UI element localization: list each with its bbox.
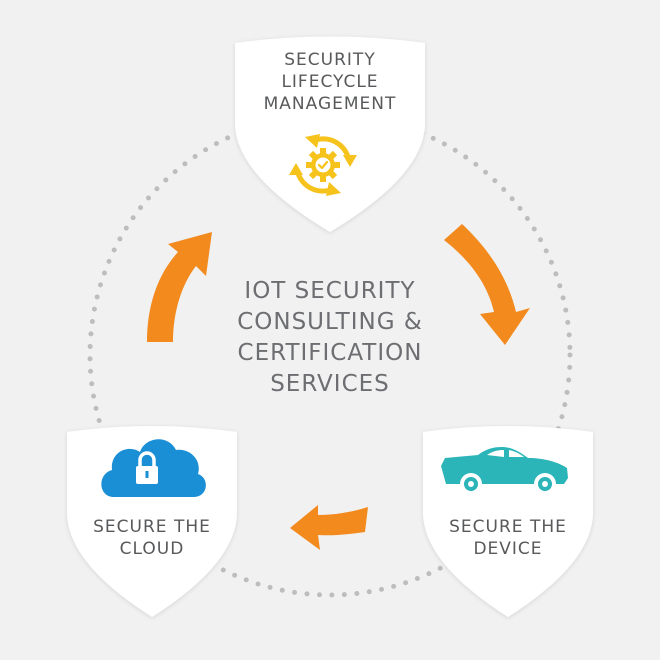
cycle-arrow-top-right bbox=[444, 224, 530, 345]
device-label-line-2: DEVICE bbox=[473, 538, 543, 559]
lifecycle-label-line-2: LIFECYCLE bbox=[281, 71, 379, 92]
shield-lifecycle bbox=[235, 36, 425, 232]
car-icon bbox=[441, 447, 568, 493]
center-title-line-3: CERTIFICATION bbox=[237, 340, 423, 366]
cloud-label-line-2: CLOUD bbox=[119, 538, 185, 559]
dotted-cycle-ring bbox=[87, 112, 573, 598]
center-title-line-2: CONSULTING & bbox=[237, 309, 423, 335]
cloud-label-line-1: SECURE THE bbox=[93, 517, 211, 537]
lifecycle-label: SECURITY LIFECYCLE MANAGEMENT bbox=[235, 50, 425, 115]
cycle-arrow-left bbox=[147, 232, 212, 342]
lifecycle-label-line-1: SECURITY bbox=[284, 50, 376, 70]
cycle-arrow-bottom bbox=[290, 505, 368, 550]
center-title-line-4: SERVICES bbox=[270, 371, 390, 397]
center-title-line-1: IOT SECURITY bbox=[244, 278, 416, 304]
gear-cycle-icon bbox=[289, 134, 357, 196]
cloud-label: SECURE THE CLOUD bbox=[67, 517, 237, 561]
center-title: IOT SECURITY CONSULTING & CERTIFICATION … bbox=[180, 276, 480, 400]
lifecycle-label-line-3: MANAGEMENT bbox=[263, 93, 397, 114]
device-label-line-1: SECURE THE bbox=[449, 517, 567, 537]
device-label: SECURE THE DEVICE bbox=[423, 517, 593, 561]
cloud-lock-icon bbox=[101, 439, 206, 497]
